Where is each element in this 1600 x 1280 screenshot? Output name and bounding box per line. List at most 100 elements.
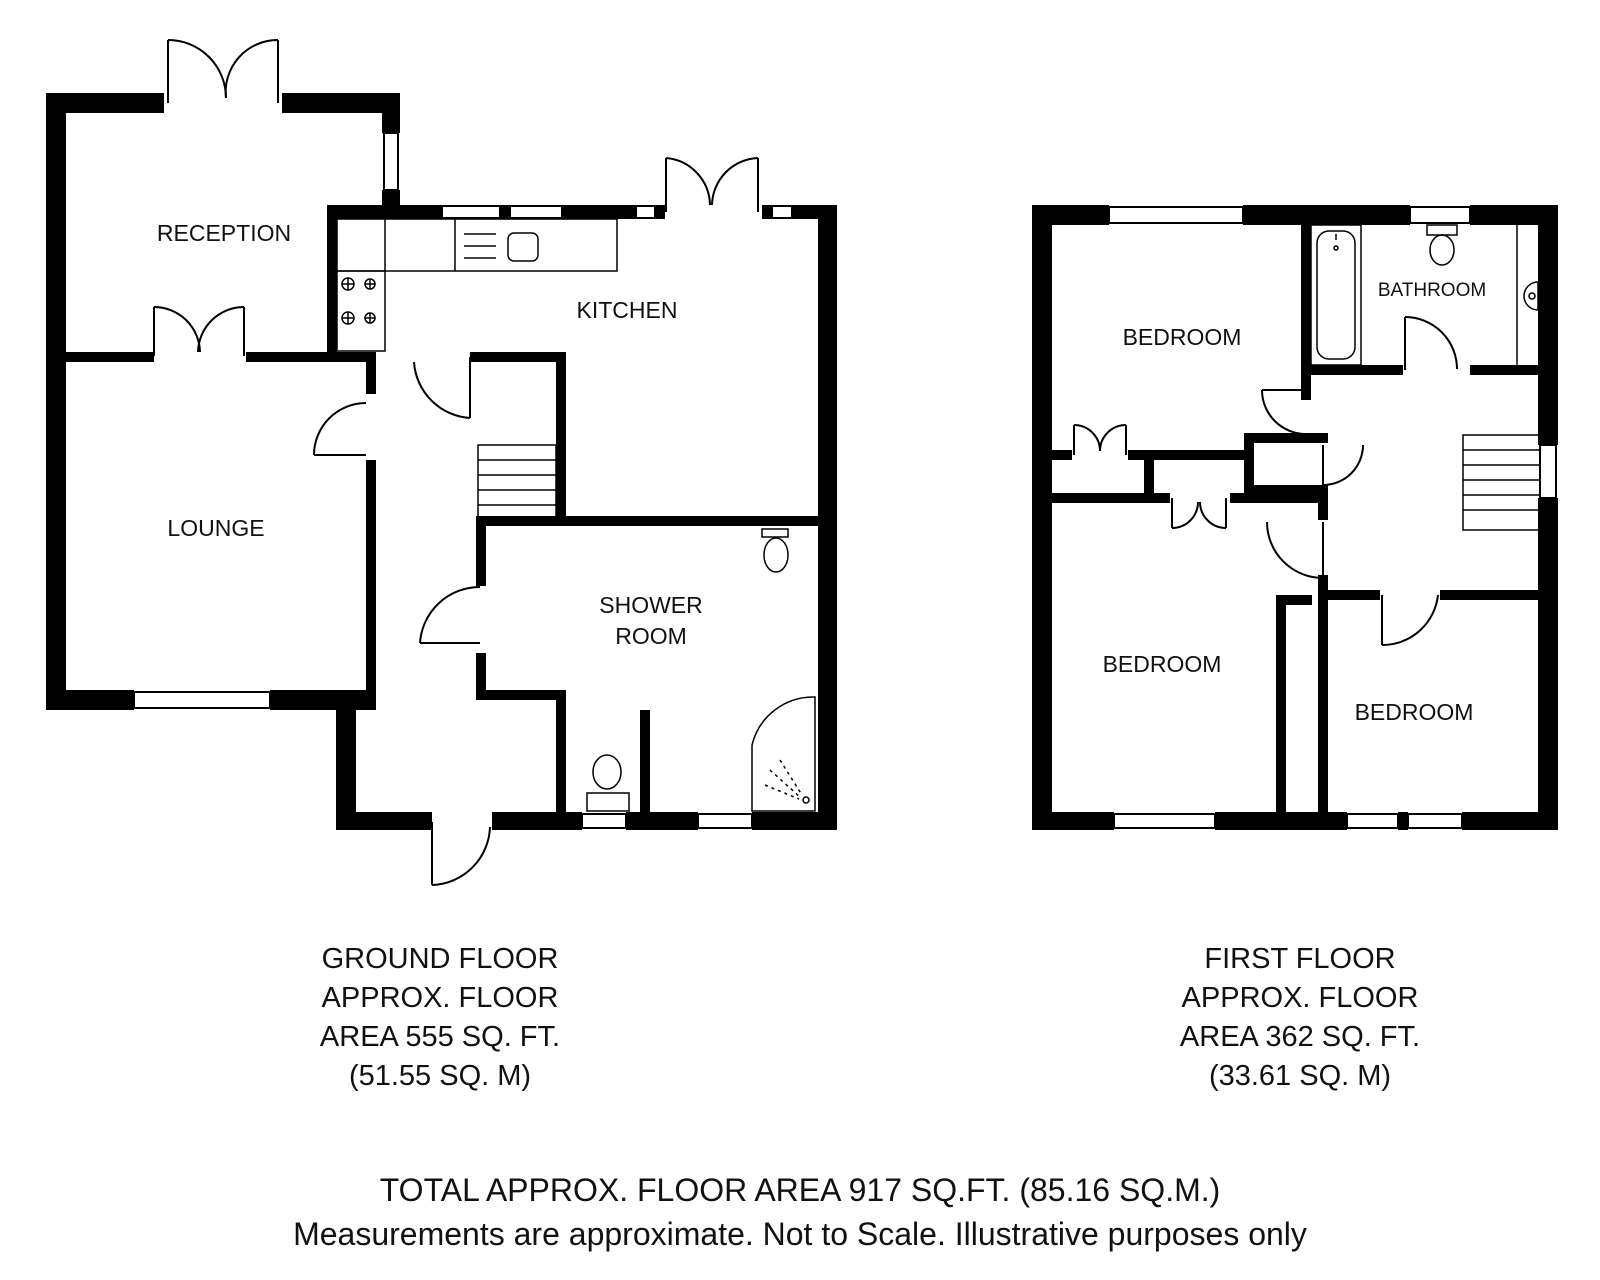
kitchen-worktop-side	[336, 270, 386, 352]
window	[441, 205, 501, 219]
window	[1108, 206, 1244, 224]
wall	[336, 812, 432, 830]
room-label-shower-room-line1: SHOWER	[599, 592, 703, 618]
window	[771, 205, 793, 219]
ground-floor-area-label: APPROX. FLOOR	[321, 982, 559, 1014]
room-labels: RECEPTION KITCHEN LOUNGE SHOWER ROOM BED…	[157, 220, 1486, 725]
wall	[1244, 485, 1318, 495]
first-doors	[1073, 316, 1458, 647]
first-floor-caption: FIRST FLOOR APPROX. FLOOR AREA 362 SQ. F…	[1090, 940, 1510, 1096]
window	[1346, 813, 1399, 829]
window	[509, 205, 563, 219]
ground-windows	[133, 132, 793, 829]
wall	[1230, 493, 1318, 503]
ground-floor-title: GROUND FLOOR	[321, 943, 559, 975]
wall	[1538, 498, 1558, 830]
toilet-icon	[586, 754, 630, 812]
room-label-kitchen: KITCHEN	[577, 297, 678, 323]
room-label-shower-room-line2: ROOM	[615, 623, 687, 649]
wall	[46, 690, 134, 710]
wall	[1243, 205, 1410, 225]
wall	[1470, 205, 1558, 225]
wall	[476, 653, 486, 698]
first-floor-title: FIRST FLOOR	[1204, 943, 1396, 975]
hob-icon	[341, 277, 376, 325]
kitchen-worktop	[336, 218, 618, 272]
wall	[640, 710, 650, 820]
wall	[1318, 433, 1328, 443]
wall	[1128, 450, 1244, 460]
first-windows	[1108, 206, 1557, 829]
window	[1113, 813, 1216, 829]
wall	[382, 93, 400, 133]
wall	[1318, 590, 1380, 600]
ground-floor-area-sqft: AREA 555 SQ. FT.	[319, 1021, 561, 1053]
room-label-bedroom-1: BEDROOM	[1123, 324, 1242, 350]
disclaimer: Measurements are approximate. Not to Sca…	[293, 1216, 1307, 1252]
wall	[1398, 812, 1408, 830]
room-label-bedroom-3: BEDROOM	[1355, 699, 1474, 725]
room-label-reception: RECEPTION	[157, 220, 291, 246]
room-label-bedroom-2: BEDROOM	[1103, 651, 1222, 677]
wall	[1301, 365, 1403, 375]
wall	[327, 212, 337, 362]
window	[383, 132, 399, 191]
wall	[1276, 595, 1286, 830]
wall	[246, 352, 376, 362]
wall	[1032, 812, 1114, 830]
window	[635, 205, 656, 219]
wall	[1244, 433, 1318, 443]
first-floor-area-sqm: (33.61 SQ. M)	[1208, 1060, 1392, 1092]
room-label-lounge: LOUNGE	[167, 515, 264, 541]
first-floor-area-label: APPROX. FLOOR	[1181, 982, 1419, 1014]
ground-floor-caption: GROUND FLOOR APPROX. FLOOR AREA 555 SQ. …	[230, 940, 650, 1096]
wall	[1144, 450, 1154, 502]
wall	[556, 690, 566, 820]
total-area-caption: TOTAL APPROX. FLOOR AREA 917 SQ.FT. (85.…	[0, 1168, 1600, 1256]
wall	[655, 205, 665, 219]
wall	[1301, 375, 1311, 400]
wall	[46, 93, 66, 710]
ground-fixtures	[336, 218, 816, 812]
wall	[752, 812, 837, 830]
ground-floor-area-sqm: (51.55 SQ. M)	[348, 1060, 532, 1092]
wall	[1318, 485, 1328, 520]
wall	[1301, 215, 1311, 375]
window	[697, 813, 753, 829]
window	[133, 691, 271, 709]
first-floor-plan	[1032, 205, 1558, 830]
wall	[1032, 205, 1052, 830]
first-floor-area-sqft: AREA 362 SQ. FT.	[1179, 1021, 1421, 1053]
wall	[1276, 595, 1312, 605]
window	[1409, 206, 1471, 224]
wall	[1538, 205, 1558, 445]
wall	[470, 352, 566, 362]
wall	[500, 205, 510, 219]
toilet-icon	[761, 528, 789, 573]
wall	[1318, 575, 1328, 830]
window	[1407, 813, 1463, 829]
wall	[476, 516, 486, 586]
wall	[46, 93, 164, 113]
wall	[1440, 590, 1542, 600]
stairs-icon	[1462, 434, 1541, 531]
total-area: TOTAL APPROX. FLOOR AREA 917 SQ.FT. (85.…	[379, 1172, 1221, 1208]
wall	[282, 93, 400, 113]
wall	[1244, 433, 1254, 493]
window	[1539, 444, 1557, 499]
wall	[366, 460, 376, 710]
window	[581, 813, 627, 829]
wall	[476, 516, 828, 526]
bath-icon	[1310, 224, 1362, 366]
wall	[476, 690, 566, 700]
wall	[1052, 450, 1072, 460]
wall	[1470, 365, 1542, 375]
wall	[626, 812, 698, 830]
wall	[1462, 812, 1558, 830]
ground-doors	[153, 38, 759, 886]
basin-icon	[1516, 225, 1539, 365]
wall	[562, 205, 636, 219]
wall	[762, 205, 772, 219]
wall	[556, 352, 566, 524]
